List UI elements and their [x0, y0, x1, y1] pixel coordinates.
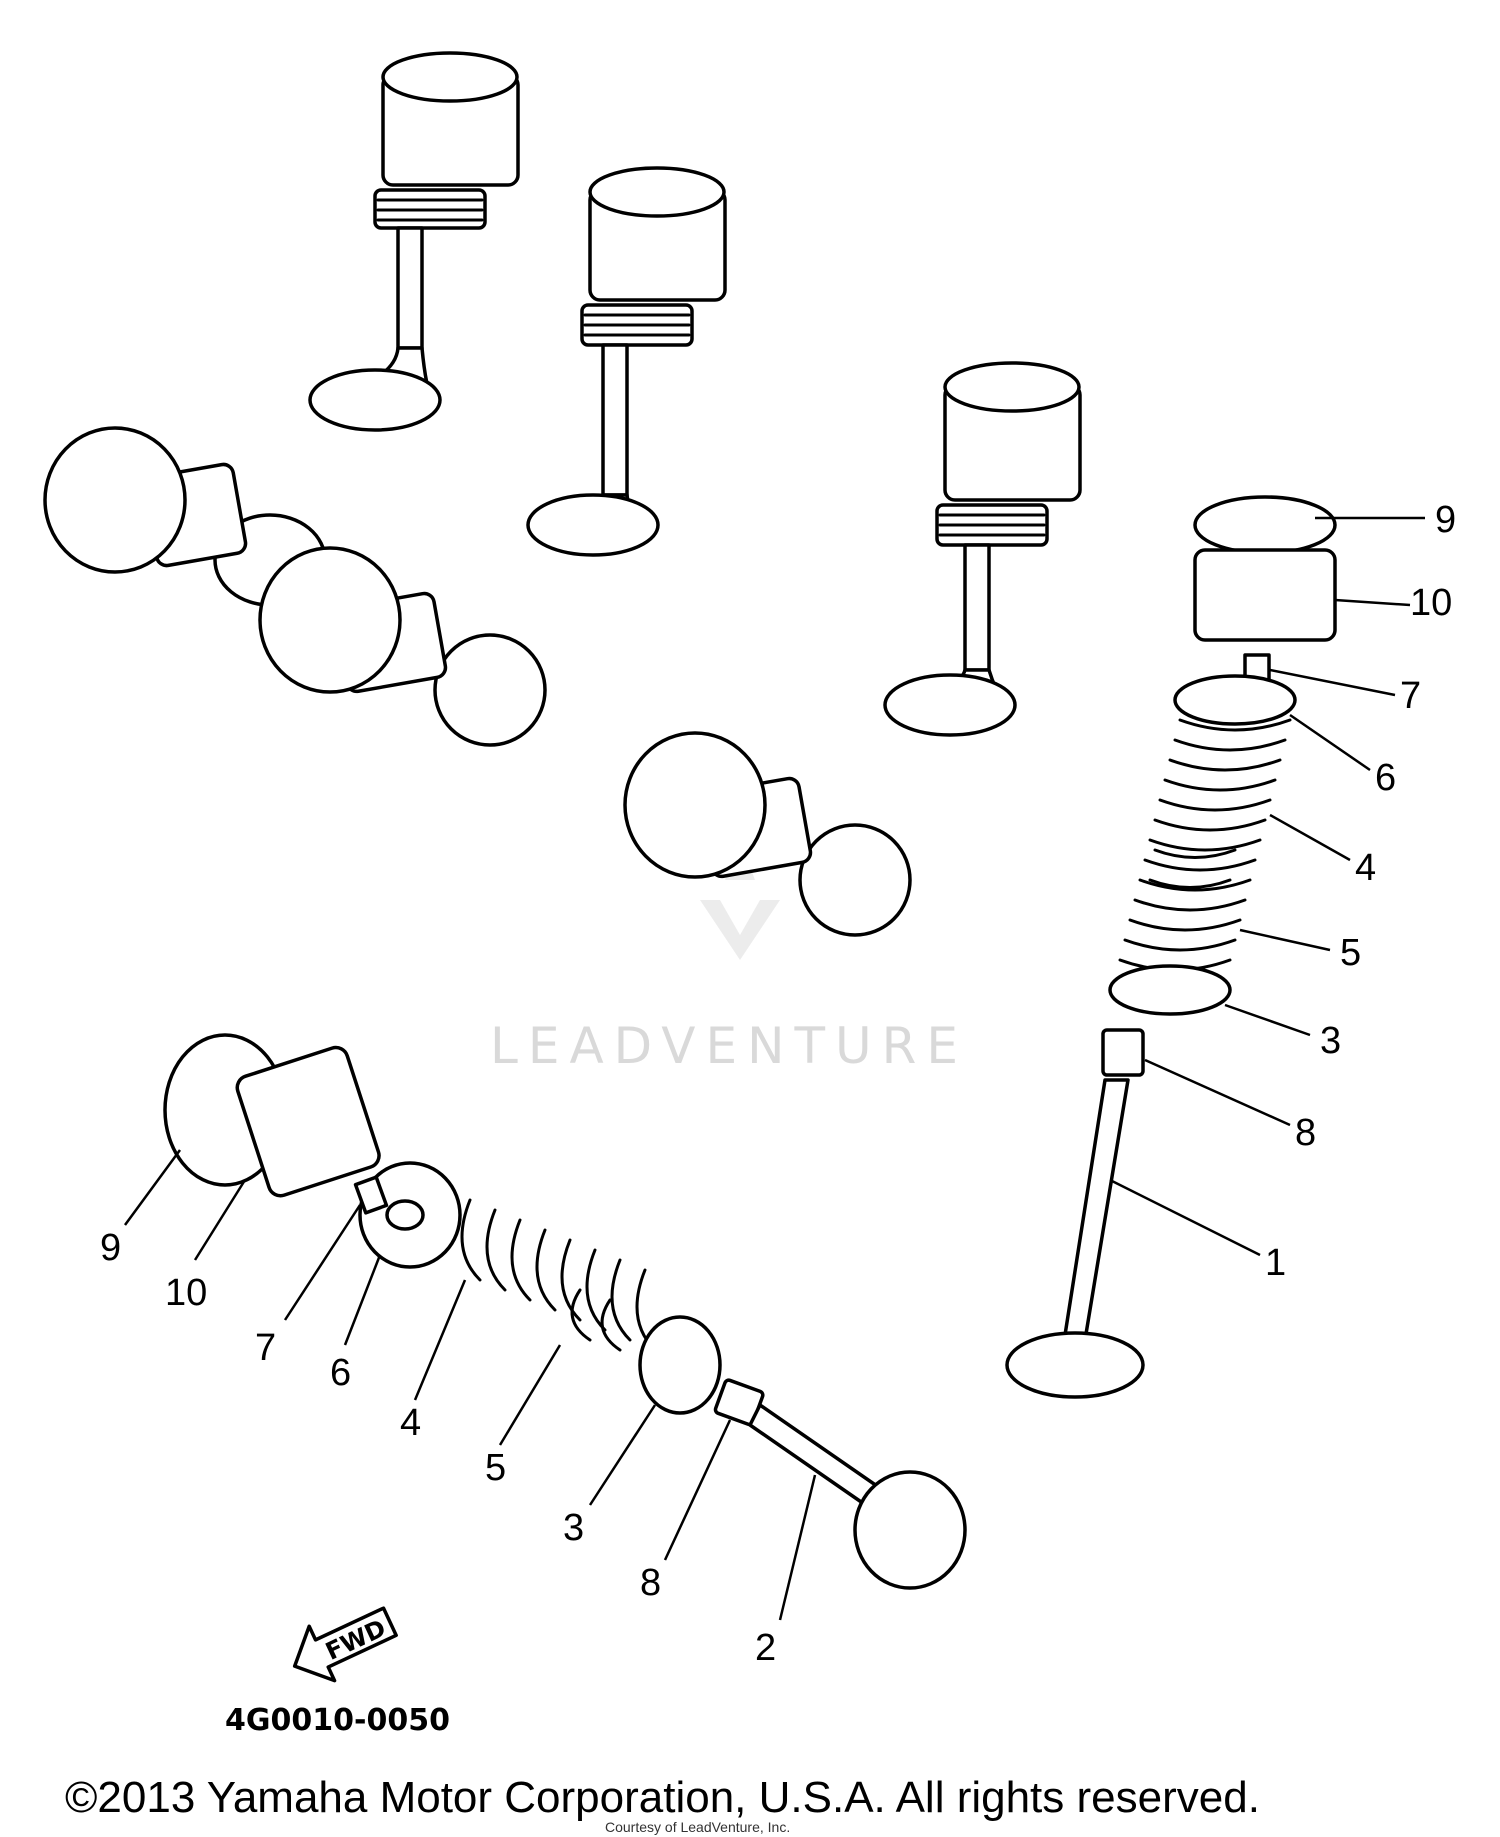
credit-line: Courtesy of LeadVenture, Inc.	[605, 1819, 790, 1835]
right-part-3	[1108, 964, 1232, 1016]
left-callout-2: 2	[755, 1627, 776, 1669]
left-callout-3: 3	[563, 1507, 584, 1549]
right-part-8	[1101, 1028, 1145, 1077]
valve-tilted-1	[43, 426, 327, 607]
right-callout-1: 1	[1265, 1242, 1286, 1284]
left-callout-8: 8	[640, 1562, 661, 1604]
left-callout-5: 5	[485, 1447, 506, 1489]
valve-top-3	[883, 361, 1082, 737]
left-callout-6: 6	[330, 1352, 351, 1394]
right-callout-3: 3	[1320, 1020, 1341, 1062]
right-callout-10: 10	[1410, 582, 1452, 624]
left-part-4	[460, 1198, 657, 1352]
right-callout-7: 7	[1400, 675, 1421, 717]
watermark-text: LEADVENTURE	[490, 1017, 968, 1075]
left-valve-assembly	[163, 1033, 967, 1590]
left-callout-4: 4	[400, 1402, 421, 1444]
part-code: 4G0010-0050	[225, 1703, 450, 1738]
right-callout-4: 4	[1355, 847, 1376, 889]
left-callouts: 9 10 7 6 4 5 3 8 2	[100, 1227, 776, 1669]
right-part-1	[1018, 1078, 1137, 1377]
fwd-arrow: FWD	[292, 1606, 398, 1683]
right-part-9	[1193, 495, 1337, 555]
valve-tilted-2	[258, 546, 547, 747]
left-part-7	[353, 1175, 389, 1215]
left-callout-9: 9	[100, 1227, 121, 1269]
right-callout-5: 5	[1340, 932, 1361, 974]
left-callout-7: 7	[255, 1327, 276, 1369]
copyright-notice: ©2013 Yamaha Motor Corporation, U.S.A. A…	[65, 1773, 1260, 1822]
left-leader-lines	[123, 1149, 817, 1621]
right-part-4	[1118, 718, 1292, 972]
valve-tilted-3	[623, 731, 912, 937]
valve-top-1	[308, 51, 520, 432]
left-part-10	[235, 1045, 381, 1198]
left-callout-10: 10	[165, 1272, 207, 1314]
right-part-6	[1173, 674, 1297, 726]
left-part-3	[638, 1315, 722, 1415]
right-callout-6: 6	[1375, 757, 1396, 799]
right-part-5	[1148, 848, 1237, 889]
left-part-5	[570, 1288, 622, 1352]
right-callout-9: 9	[1435, 499, 1456, 541]
right-part-10	[1193, 548, 1337, 642]
valve-top-2	[526, 166, 727, 557]
right-callouts: 9 10 7 6 4 5 3 8 1	[1265, 499, 1456, 1284]
right-valve-assembly	[1005, 495, 1337, 1399]
right-leader-lines	[1109, 516, 1425, 1257]
right-callout-8: 8	[1295, 1112, 1316, 1154]
